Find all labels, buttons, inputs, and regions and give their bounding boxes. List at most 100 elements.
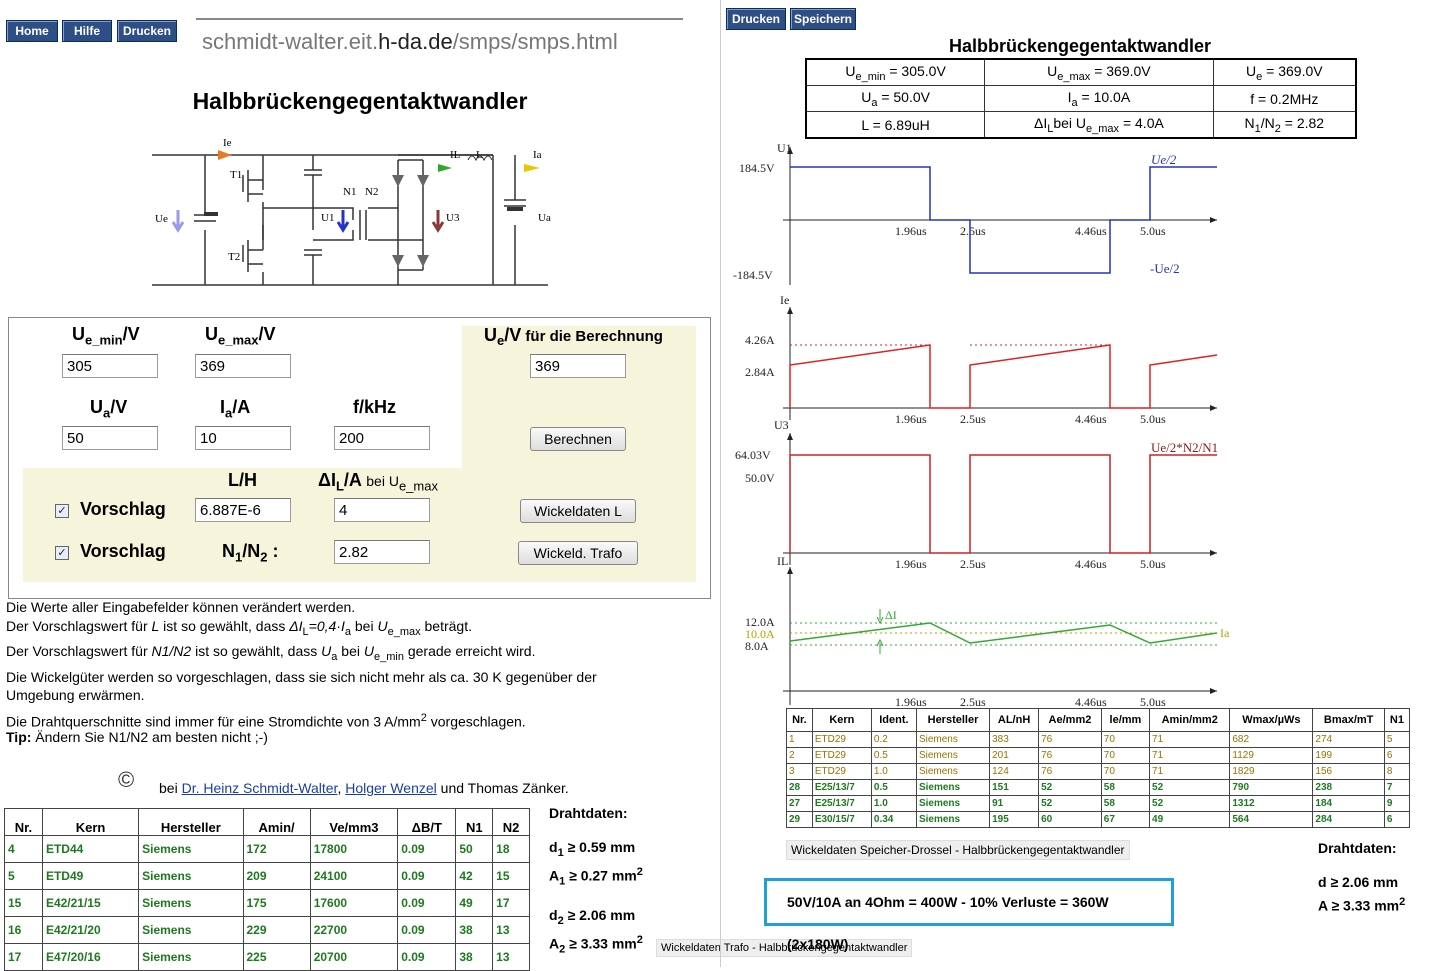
table-cell: 13 (492, 916, 530, 944)
table-cell: 8 (1383, 763, 1411, 780)
u1-waveform (790, 166, 1217, 274)
draht-left-d2: d2 ≥ 2.06 mm (549, 907, 636, 927)
table-cell: Siemens (138, 889, 244, 917)
note-line-2: Der Vorschlagswert für L ist so gewählt,… (6, 618, 472, 638)
circuit-diagram: Ie T1 T2 Ue N1 N2 U1 U3 IL L Ia Ua (152, 137, 551, 286)
table-cell: 201 (989, 747, 1040, 764)
table-cell: 229 (242, 916, 311, 944)
time-tick-label: 5.0us (1140, 557, 1166, 571)
author-link-wenzel[interactable]: Holger Wenzel (345, 780, 437, 796)
table-cell: 1129 (1229, 747, 1314, 764)
winding-data-l-button[interactable]: Wickeldaten L (520, 499, 636, 523)
note-line-4: Die Wickelgüter werden so vorgeschlagen,… (6, 669, 597, 703)
table-cell: Siemens (138, 916, 244, 944)
table-cell: 0.5 (870, 779, 917, 796)
caption-drossel: Wickeldaten Speicher-Drossel - Halbbrück… (786, 840, 1130, 860)
help-button[interactable]: Hilfe (62, 20, 112, 42)
lh-label: L/H (228, 470, 257, 490)
table-cell: 76 (1038, 731, 1102, 748)
calculate-button[interactable]: Berechnen (530, 427, 626, 451)
draht-right-a: A ≥ 3.33 mm2 (1318, 896, 1406, 914)
tip-line: Tip: Ändern Sie N1/N2 am besten nicht ;-… (6, 729, 268, 745)
caption-trafo: Wickeldaten Trafo - Halbbrückengegentakt… (656, 939, 913, 957)
trafo-header-7: N2 (492, 808, 530, 836)
table-cell: 52 (1149, 795, 1231, 812)
print-button[interactable]: Drucken (117, 20, 177, 42)
table-cell: 6 (1383, 811, 1411, 828)
table-cell: 564 (1229, 811, 1314, 828)
table-cell: 0.34 (870, 811, 917, 828)
table-cell: 274 (1312, 731, 1385, 748)
table-cell: 18 (492, 835, 530, 863)
table-cell: 225 (242, 943, 311, 971)
table-cell: 49 (455, 889, 494, 917)
table-cell: 383 (989, 731, 1040, 748)
table-cell: 195 (989, 811, 1040, 828)
time-tick-label: 2.5us (960, 557, 986, 571)
circuit-label-ua: Ua (538, 212, 551, 224)
table-cell: 124 (989, 763, 1040, 780)
table-cell: 6 (1383, 747, 1411, 764)
f-input[interactable]: 200 (334, 426, 430, 450)
table-cell: 24100 (309, 862, 399, 890)
ia-input[interactable]: 10 (195, 426, 291, 450)
ue-min-label: Ue_min/V (72, 324, 140, 348)
table-cell: 5 (4, 862, 43, 890)
drossel-header-8: Wmax/µWs (1229, 708, 1314, 732)
circuit-label-t2: T2 (228, 251, 240, 263)
ua-input[interactable]: 50 (62, 426, 158, 450)
turns-ratio-input[interactable]: 2.82 (334, 540, 430, 564)
table-cell: Siemens (915, 731, 991, 748)
inductance-input[interactable]: 6.887E-6 (195, 498, 291, 522)
author-link-schmidt-walter[interactable]: Dr. Heinz Schmidt-Walter (181, 780, 338, 796)
print-button-right[interactable]: Drucken (726, 8, 786, 30)
table-cell: 1829 (1229, 763, 1314, 780)
ue-max-input[interactable]: 369 (195, 354, 291, 378)
trafo-header-1: Kern (41, 808, 140, 836)
trafo-header-6: N1 (455, 808, 494, 836)
table-cell: Siemens (915, 747, 991, 764)
table-cell: 0.09 (397, 916, 457, 944)
time-tick-label: 1.96us (895, 224, 927, 238)
table-cell: Siemens (915, 795, 991, 812)
save-button[interactable]: Speichern (790, 8, 856, 30)
vorschlag-l-checkbox[interactable]: ✓ (55, 504, 69, 518)
vorschlag-n-checkbox[interactable]: ✓ (55, 546, 69, 560)
table-cell: 58 (1100, 779, 1151, 796)
draht-left-a2: A2 ≥ 3.33 mm2 (549, 934, 643, 956)
ue-calc-input[interactable]: 369 (530, 354, 626, 378)
home-button[interactable]: Home (6, 20, 58, 42)
il-waveform (789, 622, 1218, 644)
table-cell: 28 (786, 779, 813, 796)
ue-min-input[interactable]: 305 (62, 354, 158, 378)
ie-top-label: 4.26A (745, 333, 775, 347)
table-cell: Siemens (138, 862, 244, 890)
drossel-header-7: Amin/mm2 (1149, 708, 1231, 732)
table-cell: 790 (1229, 779, 1314, 796)
winding-data-trafo-button[interactable]: Wickeld. Trafo (518, 541, 638, 565)
result-ia: Ia = 10.0A (984, 85, 1214, 112)
table-cell: ETD29 (811, 747, 872, 764)
trafo-header-4: Ve/mm3 (309, 808, 399, 836)
table-cell: 0.09 (397, 862, 457, 890)
table-cell: 209 (242, 862, 311, 890)
table-cell: 38 (455, 916, 494, 944)
delta-il-input[interactable]: 4 (334, 498, 430, 522)
table-cell: 175 (242, 889, 311, 917)
trafo-header-3: Amin/ (242, 808, 311, 836)
table-cell: 156 (1312, 763, 1385, 780)
table-cell: 70 (1100, 763, 1151, 780)
table-cell: Siemens (915, 763, 991, 780)
table-cell: ETD29 (811, 731, 872, 748)
